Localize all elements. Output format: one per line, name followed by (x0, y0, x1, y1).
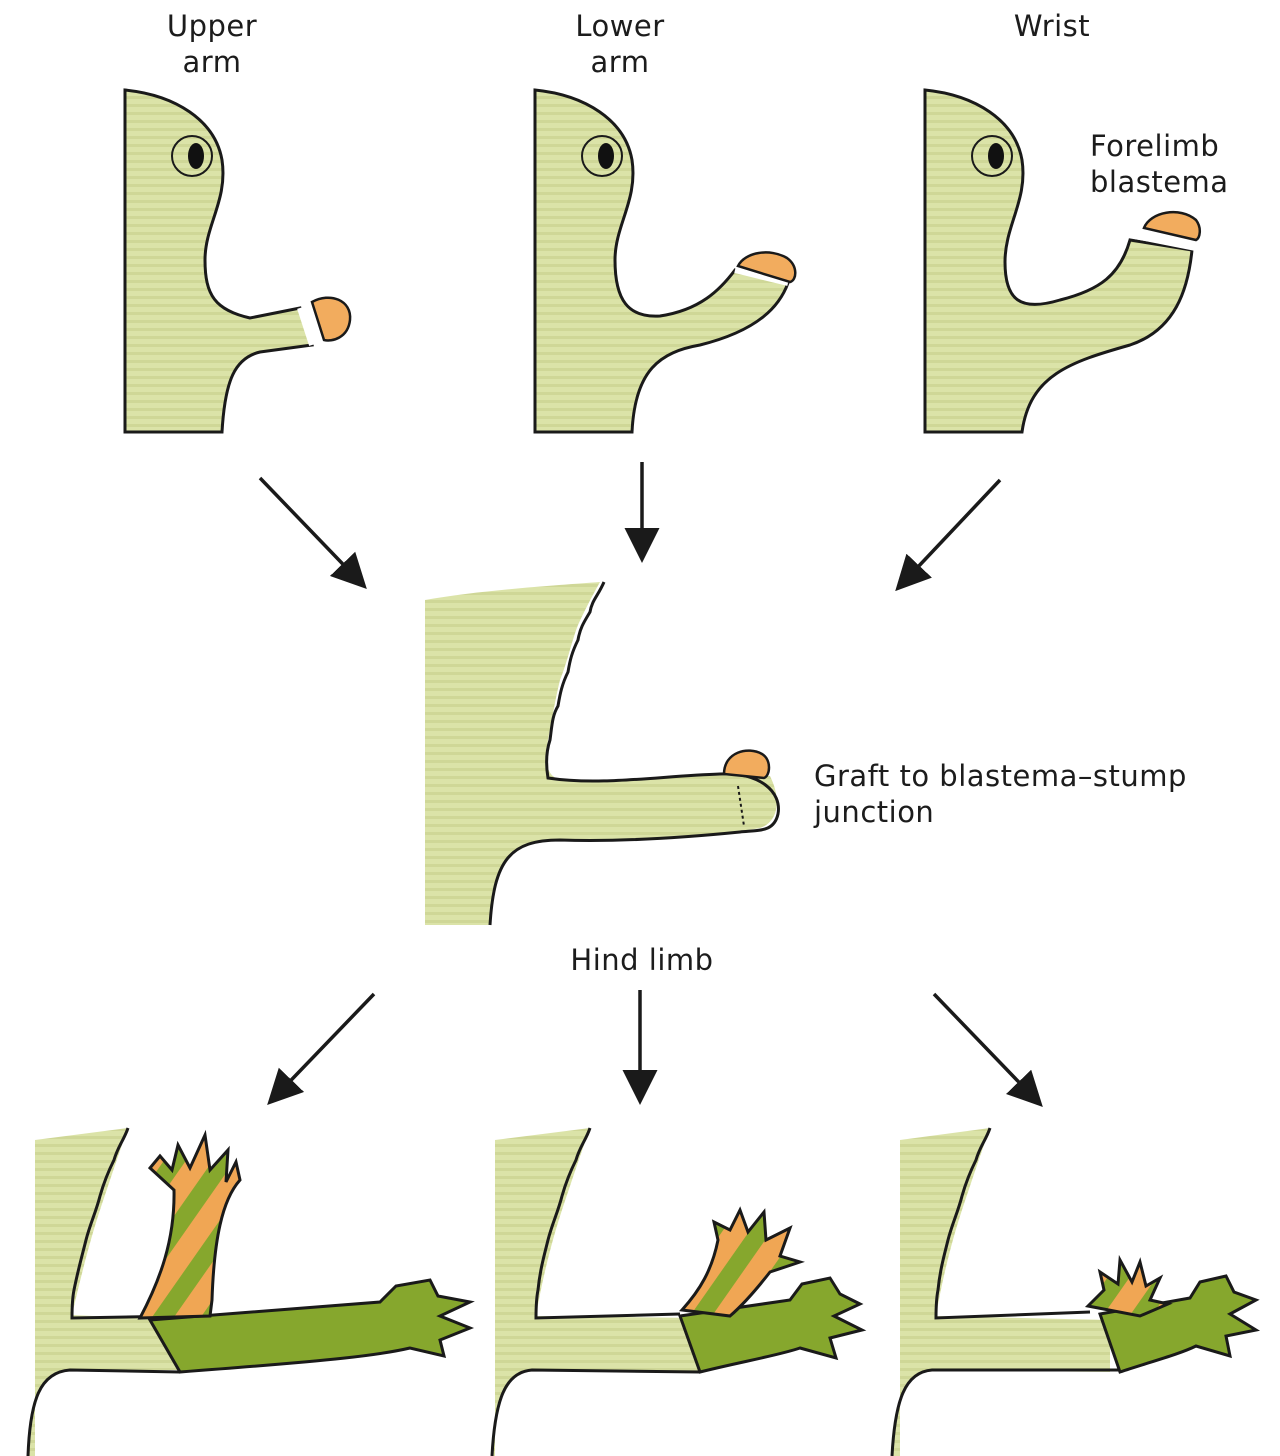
salamander-body (125, 90, 312, 432)
arrow-icon (934, 994, 1038, 1102)
host-body (892, 1128, 1110, 1456)
label-upper-arm: Upper arm (167, 8, 257, 80)
panel-graft (425, 582, 778, 925)
label-graft: Graft to blastema–stump junction (814, 758, 1187, 830)
panel-upper-arm (125, 90, 350, 432)
blastema (724, 751, 769, 778)
label-hind-limb: Hind limb (570, 942, 713, 978)
host-body (492, 1128, 700, 1456)
result-wrist (892, 1128, 1256, 1456)
result-upper-arm (28, 1128, 470, 1456)
result-lower-arm (492, 1128, 862, 1456)
label-wrist: Wrist (1014, 8, 1090, 44)
blastema (1144, 212, 1200, 240)
blastema (312, 298, 350, 341)
label-lower-arm: Lower arm (575, 8, 664, 80)
panel-lower-arm (535, 90, 795, 432)
arrow-icon (900, 480, 1000, 586)
hind-limb-striped (1088, 1260, 1168, 1316)
hind-limb-striped (140, 1135, 240, 1318)
hindlimb-host-body (425, 582, 777, 925)
arrow-icon (260, 478, 362, 584)
arrow-icon (272, 994, 374, 1100)
label-forelimb-blastema: Forelimb blastema (1090, 128, 1229, 200)
